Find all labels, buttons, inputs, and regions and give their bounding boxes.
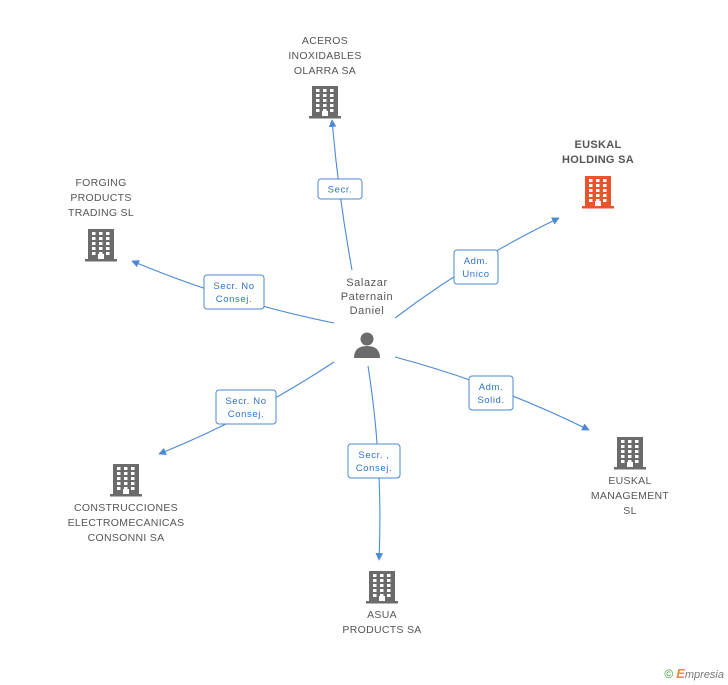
company-name-line[interactable]: FORGING bbox=[75, 177, 126, 189]
person-name-line[interactable]: Paternain bbox=[341, 291, 394, 303]
brand-rest: mpresia bbox=[684, 669, 724, 681]
company-name-line[interactable]: PRODUCTS bbox=[70, 192, 131, 204]
relation-label-text: Secr. bbox=[328, 185, 353, 196]
relation-label-text: Adm. bbox=[464, 256, 489, 267]
relation-label-box bbox=[317, 178, 363, 200]
relation-label-box bbox=[453, 249, 499, 285]
relation-label-text: Secr. , bbox=[358, 450, 389, 461]
relation-label-text: Secr. No bbox=[213, 281, 254, 292]
company-name-line[interactable]: PRODUCTS SA bbox=[342, 624, 421, 636]
relation-label-text: Consej. bbox=[216, 294, 252, 305]
company-node-construcciones[interactable]: CONSTRUCCIONES ELECTROMECANICAS CONSONNI S… bbox=[68, 464, 185, 544]
building-icon bbox=[309, 86, 341, 119]
building-icon bbox=[85, 229, 117, 262]
person-name-line[interactable]: Salazar bbox=[346, 277, 388, 289]
company-name-line[interactable]: ASUA bbox=[367, 609, 397, 621]
relation-label-text: Adm. bbox=[479, 382, 504, 393]
company-name-line[interactable]: CONSONNI SA bbox=[88, 532, 165, 544]
company-name-line[interactable]: ELECTROMECANICAS bbox=[68, 517, 185, 529]
company-node-euskal-management[interactable]: EUSKAL MANAGEMENT SL bbox=[591, 437, 670, 517]
relation-label-euskal-holding[interactable]: Adm. Unico bbox=[453, 249, 499, 285]
company-name-line[interactable]: OLARRA SA bbox=[294, 65, 356, 77]
building-icon bbox=[614, 437, 646, 470]
copyright-symbol: © bbox=[664, 667, 674, 681]
company-name-line[interactable]: INOXIDABLES bbox=[288, 50, 361, 62]
company-node-euskal-holding[interactable]: EUSKAL HOLDING SA bbox=[562, 139, 634, 209]
relation-label-asua[interactable]: Secr. , Consej. bbox=[347, 443, 401, 479]
person-name-line[interactable]: Daniel bbox=[350, 305, 385, 317]
company-name-line[interactable]: MANAGEMENT bbox=[591, 490, 670, 502]
company-node-forging[interactable]: FORGING PRODUCTS TRADING SL bbox=[68, 177, 134, 262]
relation-label-box bbox=[468, 375, 514, 411]
relation-label-text: Unico bbox=[462, 269, 489, 280]
company-name-line[interactable]: TRADING SL bbox=[68, 207, 134, 219]
company-node-aceros[interactable]: ACEROS INOXIDABLES OLARRA SA bbox=[288, 35, 361, 119]
relation-label-box bbox=[203, 274, 265, 310]
nodes-layer: ACEROS INOXIDABLES OLARRA SA EUSKAL HOLDING … bbox=[68, 35, 670, 636]
relation-label-text: Secr. No bbox=[225, 396, 266, 407]
company-name-line[interactable]: EUSKAL bbox=[574, 139, 621, 151]
building-icon bbox=[582, 176, 614, 209]
empresia-watermark: ©Empresia bbox=[664, 666, 724, 681]
relation-label-text: Consej. bbox=[356, 463, 392, 474]
brand-first-letter: E bbox=[676, 666, 685, 681]
relation-label-construcciones[interactable]: Secr. No Consej. bbox=[215, 389, 277, 425]
building-icon bbox=[366, 571, 398, 604]
person-icon bbox=[354, 332, 380, 358]
company-name-line[interactable]: HOLDING SA bbox=[562, 154, 634, 166]
relation-label-text: Consej. bbox=[228, 409, 264, 420]
building-icon bbox=[110, 464, 142, 497]
company-node-asua[interactable]: ASUA PRODUCTS SA bbox=[342, 571, 421, 636]
relation-label-forging[interactable]: Secr. No Consej. bbox=[203, 274, 265, 310]
company-name-line[interactable]: CONSTRUCCIONES bbox=[74, 502, 178, 514]
relation-label-box bbox=[347, 443, 401, 479]
company-name-line[interactable]: SL bbox=[623, 505, 636, 517]
relation-label-aceros[interactable]: Secr. bbox=[317, 178, 363, 200]
relation-label-text: Solid. bbox=[477, 395, 504, 406]
company-name-line[interactable]: ACEROS bbox=[302, 35, 348, 47]
company-name-line[interactable]: EUSKAL bbox=[608, 475, 651, 487]
relation-label-box bbox=[215, 389, 277, 425]
relation-label-euskal-management[interactable]: Adm. Solid. bbox=[468, 375, 514, 411]
